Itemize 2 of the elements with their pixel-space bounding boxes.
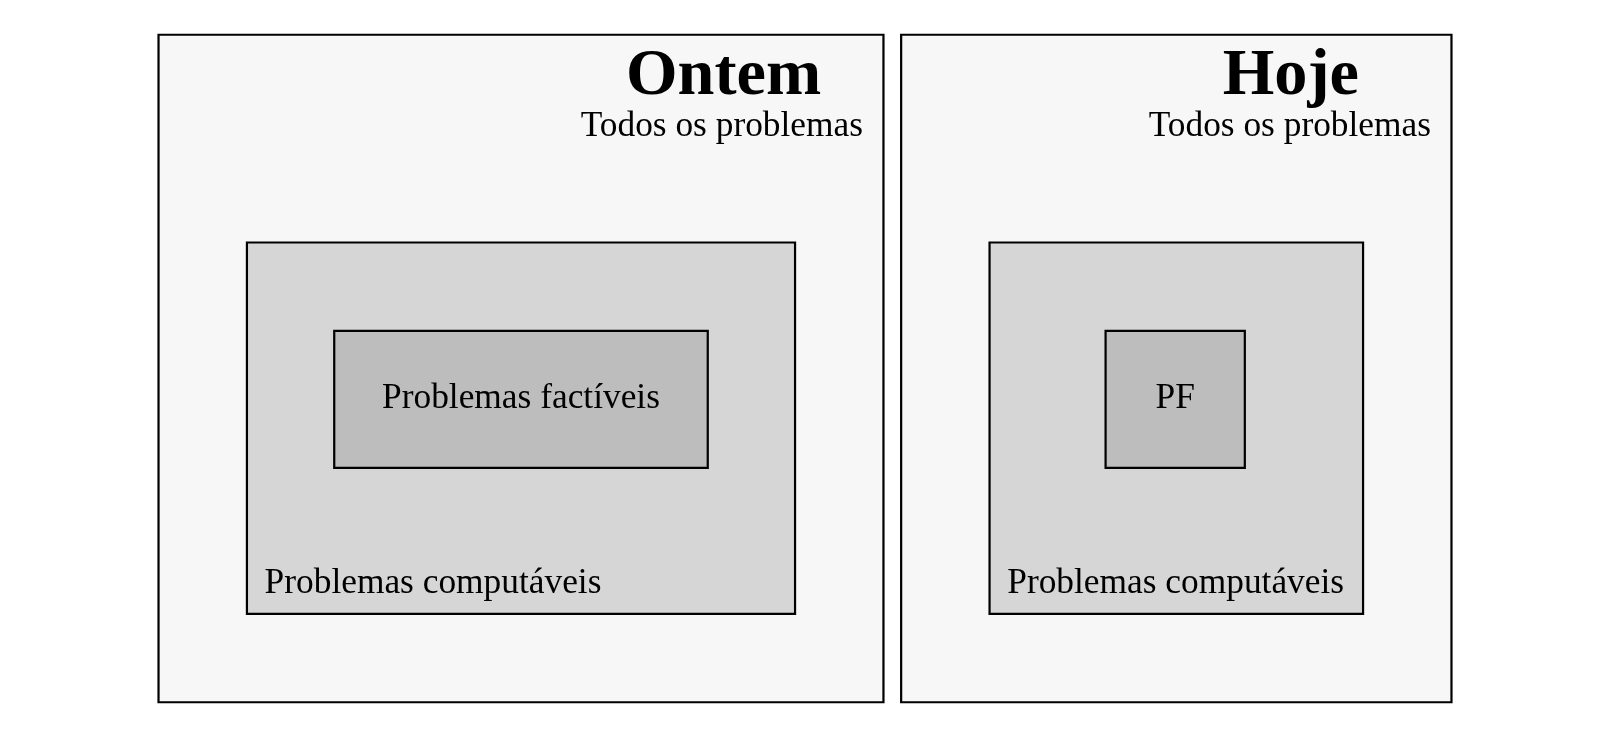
node-box: PF: [1104, 329, 1246, 470]
node-box: Problemas factíveis: [333, 329, 709, 470]
